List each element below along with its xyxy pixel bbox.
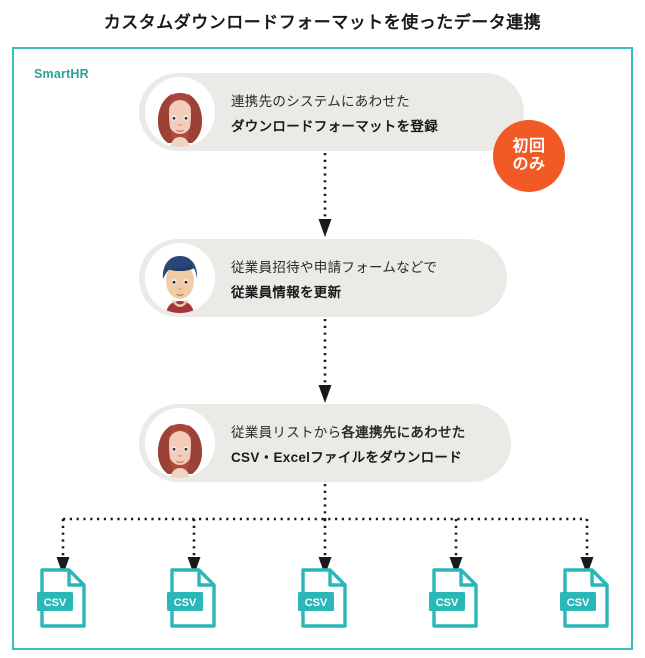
first-time-only-badge: 初回 のみ [493,120,565,192]
step-row-update-employee-info: 従業員招待や申請フォームなどで 従業員情報を更新 [139,239,519,317]
csv-file-icon[interactable]: CSV [167,567,219,629]
step-text: 従業員招待や申請フォームなどで 従業員情報を更新 [231,239,437,317]
connector-branch-to-outputs [56,484,594,575]
diagram-frame: SmartHR [12,47,633,650]
step-text: 従業員リストから各連携先にあわせた CSV・Excelファイルをダウンロード [231,404,466,482]
csv-label: CSV [436,597,459,609]
csv-label: CSV [305,597,328,609]
connector-step2-to-step3 [318,319,332,403]
step-row-register-format: 連携先のシステムにあわせた ダウンロードフォーマットを登録 [139,73,539,151]
step-line-1: 従業員リストから各連携先にあわせた [231,421,466,441]
woman-red-hair-avatar [145,77,215,147]
csv-file-icon[interactable]: CSV [429,567,481,629]
woman-red-hair-avatar [145,408,215,478]
csv-label: CSV [567,597,590,609]
csv-label: CSV [44,597,67,609]
man-navy-hair-avatar [145,243,215,313]
step-line-1: 従業員招待や申請フォームなどで [231,259,438,275]
step-line-1-bold: 各連携先にあわせた [341,424,466,440]
csv-file-icon[interactable]: CSV [298,567,350,629]
csv-file-icon[interactable]: CSV [560,567,612,629]
step-line-1: 連携先のシステムにあわせた [231,93,410,109]
step-line-2: ダウンロードフォーマットを登録 [231,118,438,134]
csv-label: CSV [174,597,197,609]
badge-line-2: のみ [512,156,546,173]
step-row-download-files: 従業員リストから各連携先にあわせた CSV・Excelファイルをダウンロード [139,404,519,482]
step-line-2: CSV・Excelファイルをダウンロード [231,449,463,465]
page-title: カスタムダウンロードフォーマットを使ったデータ連携 [103,13,542,32]
connector-step1-to-step2 [318,153,332,237]
brand-label: SmartHR [34,67,89,81]
step-line-2: 従業員情報を更新 [231,284,342,300]
csv-file-icon[interactable]: CSV [37,567,89,629]
step-text: 連携先のシステムにあわせた ダウンロードフォーマットを登録 [231,73,438,151]
badge-line-1: 初回 [512,137,546,155]
step-line-1-regular: 従業員リストから [231,424,342,440]
